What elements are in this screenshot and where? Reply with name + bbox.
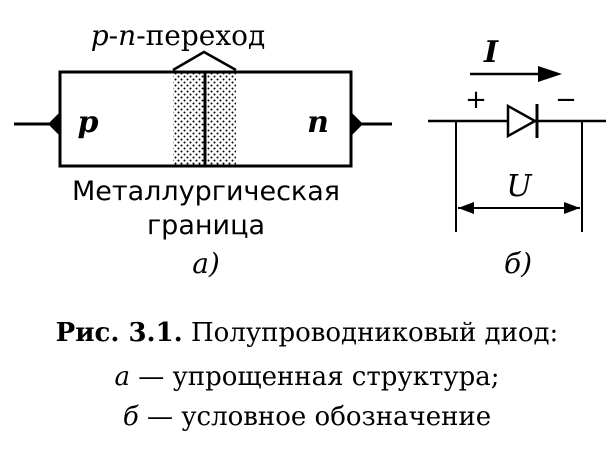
caption-text-b: — условное обозначение <box>146 402 492 432</box>
plus-sign: + <box>465 85 487 115</box>
caption-letter-a: а <box>114 362 130 392</box>
junction-bracket <box>172 50 237 72</box>
junction-label: p-n-переход <box>91 19 266 52</box>
right-terminal <box>351 112 363 136</box>
figure-title: Полупроводниковый диод: <box>191 318 559 348</box>
boundary-label-line2: граница <box>147 210 265 241</box>
pn-structure: p-n-переход p n Металлургическая граница… <box>14 19 392 280</box>
minus-sign: − <box>555 85 577 115</box>
depletion-region-left <box>173 72 204 166</box>
current-arrow-head <box>538 66 562 82</box>
diode-symbol-group: I + − U б) <box>428 35 606 280</box>
voltage-arrow-left <box>458 202 474 214</box>
boundary-label-line1: Металлургическая <box>72 176 340 207</box>
caption-letter-b: б <box>122 402 139 432</box>
caption-line-2: а — упрощенная структура; <box>0 362 614 392</box>
voltage-arrow-right <box>564 202 580 214</box>
left-terminal <box>48 112 60 136</box>
depletion-region-right <box>206 72 236 166</box>
sub-label-b: б) <box>504 247 532 280</box>
caption-text-a: — упрощенная структура; <box>138 362 500 392</box>
caption-line-1: Рис. 3.1. Полупроводниковый диод: <box>0 318 614 348</box>
figure-number: Рис. 3.1. <box>55 318 183 348</box>
n-region-label: n <box>307 105 329 140</box>
caption-line-3: б — условное обозначение <box>0 402 614 432</box>
voltage-label: U <box>506 169 533 204</box>
current-label: I <box>483 35 499 70</box>
p-region-label: p <box>78 105 99 140</box>
sub-label-a: а) <box>192 247 220 280</box>
diode-anode-triangle <box>506 103 538 139</box>
